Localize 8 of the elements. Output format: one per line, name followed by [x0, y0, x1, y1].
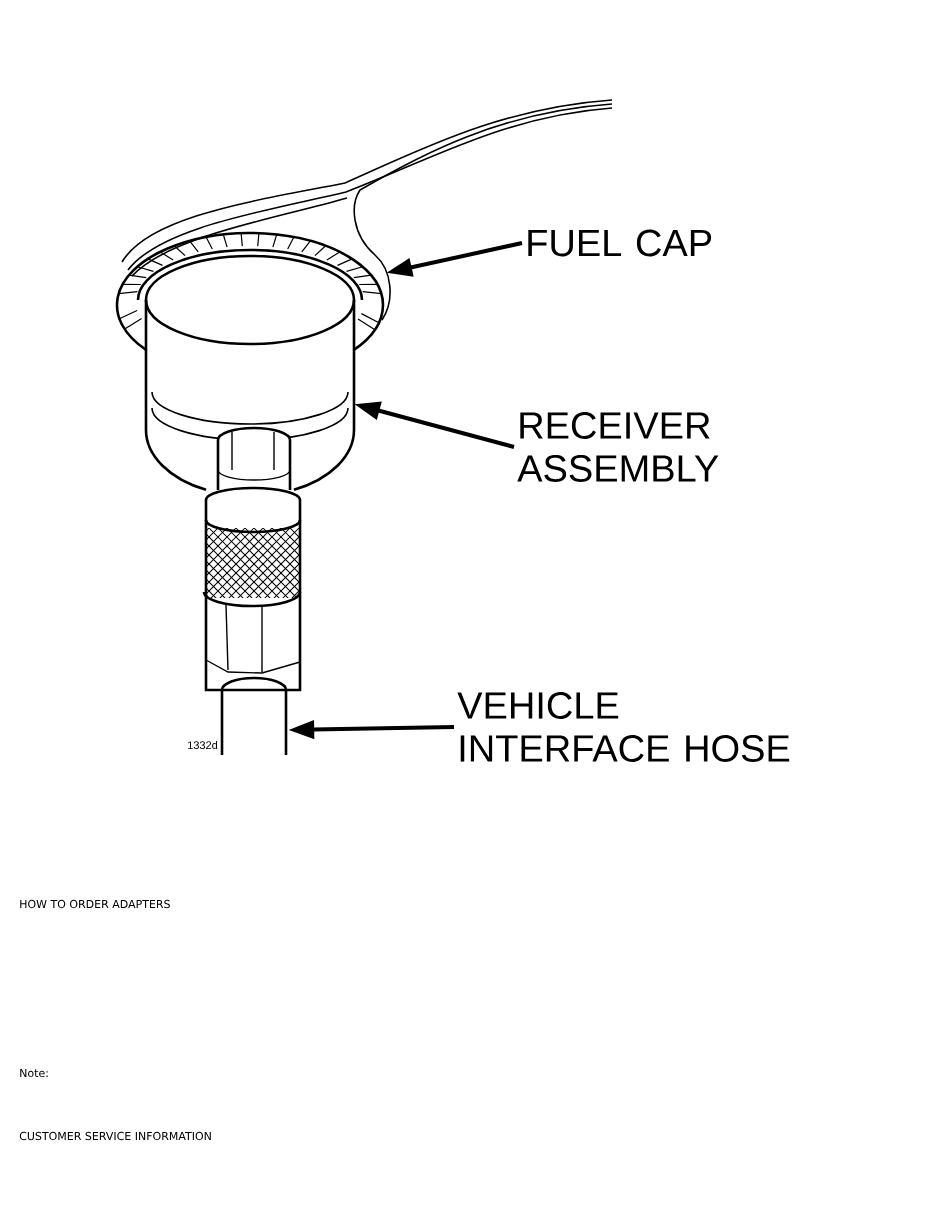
note-label: Note: [20, 1068, 48, 1078]
section-heading: CUSTOMER SERVICE INFORMATION [19, 1131, 211, 1141]
section-heading: HOW TO ORDER ADAPTERS [20, 899, 170, 909]
receiver-assembly-drawing [144, 254, 356, 492]
figure-number: 1332d [188, 740, 218, 750]
callout-label: VEHICLE INTERFACE HOSE [457, 692, 790, 762]
callout-label: RECEIVER ASSEMBLY [517, 412, 719, 482]
callout-label: FUEL CAP [528, 229, 712, 257]
